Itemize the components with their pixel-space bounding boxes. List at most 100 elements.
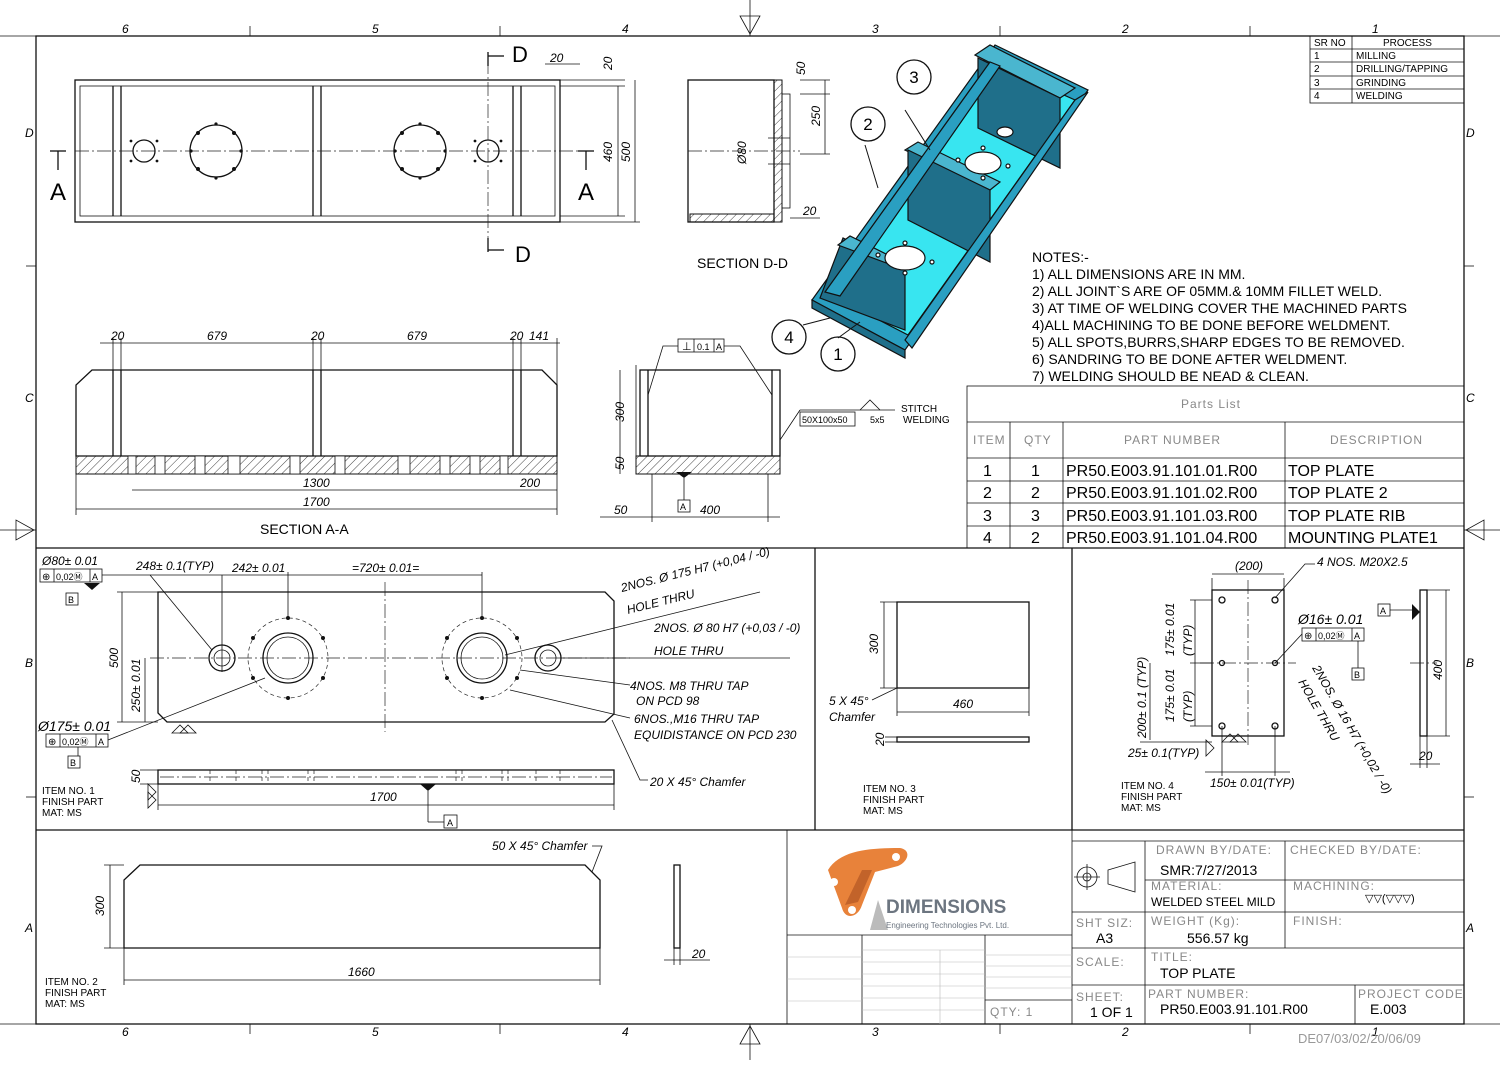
position-symbol: ⊕: [42, 572, 50, 583]
section-letter: D: [512, 42, 528, 67]
parts-cell: 2: [983, 485, 992, 502]
dim-500: 500: [619, 142, 633, 162]
dim-150: 150± 0.01(TYP): [1210, 776, 1295, 790]
parts-list: Parts List ITEM QTY PART NUMBER DESCRIPT…: [966, 385, 1465, 549]
parts-header: DESCRIPTION: [1330, 433, 1423, 447]
position-symbol: ⊕: [1304, 631, 1312, 642]
part-balloons: 3 2 4 1: [771, 59, 932, 372]
row-label-left: C: [25, 391, 34, 405]
row-label-left: A: [24, 921, 33, 935]
fcf-datum: A: [1354, 631, 1360, 641]
item-2-view: 300 1660 50 X 45° Chamfer 20 ITEM NO. 2 …: [45, 839, 710, 1010]
part-number-label: PART NUMBER:: [1148, 987, 1249, 1001]
finish-label: FINISH:: [1293, 914, 1343, 928]
dim-300: 300: [93, 896, 107, 916]
dim-1700: 1700: [370, 790, 397, 804]
dim-50: 50: [794, 61, 808, 75]
machining-label: MACHINING:: [1293, 879, 1375, 893]
dim-25: 25± 0.1(TYP): [1127, 746, 1199, 760]
dim-175: 175± 0.01: [1163, 603, 1177, 656]
dim-200: (200): [1235, 559, 1263, 573]
sheet-size-value: A3: [1096, 930, 1113, 946]
row-label-left: B: [25, 656, 33, 670]
dim-20: 20: [873, 732, 887, 747]
parts-cell: PR50.E003.91.101.04.R00: [1066, 530, 1257, 547]
dim-20: 20: [110, 329, 125, 343]
datum-ref: A: [680, 502, 686, 512]
parts-cell: PR50.E003.91.101.03.R00: [1066, 508, 1257, 525]
process-row: GRINDING: [1356, 78, 1406, 89]
dim-50: 50: [613, 456, 627, 470]
col-label-bottom: 1: [1372, 1025, 1379, 1039]
dim-175-tol: Ø175± 0.01: [37, 718, 111, 734]
material-label: MATERIAL:: [1151, 879, 1222, 893]
dim-300: 300: [613, 402, 627, 422]
parts-header: PART NUMBER: [1124, 433, 1221, 447]
weld-spec: 50X100x50: [802, 415, 848, 425]
qty-label: QTY: 1: [990, 1005, 1033, 1019]
parts-cell: 2: [1031, 530, 1040, 547]
parts-header: QTY: [1024, 433, 1052, 447]
balloon-2: 2: [863, 115, 872, 134]
datum-ref: B: [1354, 670, 1360, 680]
callout-hole-thru: HOLE THRU: [654, 644, 724, 658]
weld-size: 5x5: [870, 415, 885, 425]
process-header: SR NO: [1314, 38, 1346, 49]
col-label-bottom: 4: [622, 1025, 629, 1039]
parts-cell: TOP PLATE 2: [1288, 485, 1388, 502]
parts-cell: 1: [983, 463, 992, 480]
dim-20: 20: [802, 204, 817, 218]
title-block: DIMENSIONS Engineering Technologies Pvt.…: [786, 829, 1465, 1046]
balloon-4: 4: [784, 328, 793, 347]
dim-200: 200: [519, 476, 540, 490]
dim-20: 20: [691, 947, 706, 961]
chamfer-note: Chamfer: [829, 710, 876, 724]
scale-label: SCALE:: [1076, 955, 1125, 969]
end-view: 300 50 ⊥ 0.1 A A 50 400 50X100x50 5x5 ST…: [600, 338, 950, 522]
row-label-right: D: [1466, 126, 1475, 140]
item-label: FINISH PART: [42, 797, 103, 808]
weld-note: WELDING: [903, 415, 950, 426]
company-logo: DIMENSIONS Engineering Technologies Pvt.…: [828, 848, 1009, 930]
note-line: 2) ALL JOINT`S ARE OF 05MM.& 10MM FILLET…: [1032, 283, 1382, 299]
tolerance-value: 0.1: [697, 342, 710, 352]
item-label: ITEM NO. 3: [863, 784, 916, 795]
balloon-1: 1: [833, 345, 842, 364]
dim-20: 20: [1418, 749, 1433, 763]
col-label-bottom: 2: [1121, 1025, 1129, 1039]
section-aa: 20 679 20 679 20 141 1300 200 1700 SECTI…: [75, 329, 560, 537]
process-row: 2: [1314, 64, 1320, 75]
note-line: 7) WELDING SHOULD BE NEAD & CLEAN.: [1032, 368, 1309, 384]
col-label-bottom: 3: [872, 1025, 879, 1039]
fcf-value: 0,02Ⓜ: [56, 572, 83, 582]
process-table: SR NO PROCESS 1 MILLING 2 DRILLING/TAPPI…: [1309, 35, 1465, 104]
callout-175: 2NOS. Ø 175 H7 (+0,04 / -0): [618, 544, 771, 595]
callout-m16: EQUIDISTANCE ON PCD 230: [634, 728, 797, 742]
checked-label: CHECKED BY/DATE:: [1290, 843, 1422, 857]
process-row: WELDING: [1356, 91, 1403, 102]
item-label: ITEM NO. 2: [45, 977, 98, 988]
dim-250: 250: [809, 106, 823, 127]
logo-subtitle: Engineering Technologies Pvt. Ltd.: [886, 921, 1009, 930]
dim-20: 20: [601, 56, 615, 71]
col-label-top: 3: [872, 22, 879, 36]
dim-1700: 1700: [303, 495, 330, 509]
section-dd: 50 250 Ø80 20 SECTION D-D: [687, 61, 830, 271]
parts-cell: 2: [1031, 485, 1040, 502]
dim-500: 500: [107, 648, 121, 668]
chamfer-note: 50 X 45° Chamfer: [492, 839, 589, 853]
dim-16-tol: Ø16± 0.01: [1297, 611, 1363, 627]
parts-cell: TOP PLATE: [1288, 463, 1374, 480]
part-number-value: PR50.E003.91.101.R00: [1160, 1001, 1308, 1017]
drawn-value: SMR:7/27/2013: [1160, 862, 1257, 878]
logo-name: DIMENSIONS: [886, 897, 1006, 918]
item-label: ITEM NO. 1: [42, 786, 95, 797]
dim-460: 460: [601, 142, 615, 162]
datum-ref: B: [70, 758, 76, 768]
sheet-value: 1 OF 1: [1090, 1004, 1133, 1020]
row-label-left: D: [25, 126, 34, 140]
col-label-top: 5: [372, 22, 379, 36]
process-row: DRILLING/TAPPING: [1356, 64, 1448, 75]
item-label: FINISH PART: [863, 795, 924, 806]
dim-679: 679: [207, 329, 227, 343]
